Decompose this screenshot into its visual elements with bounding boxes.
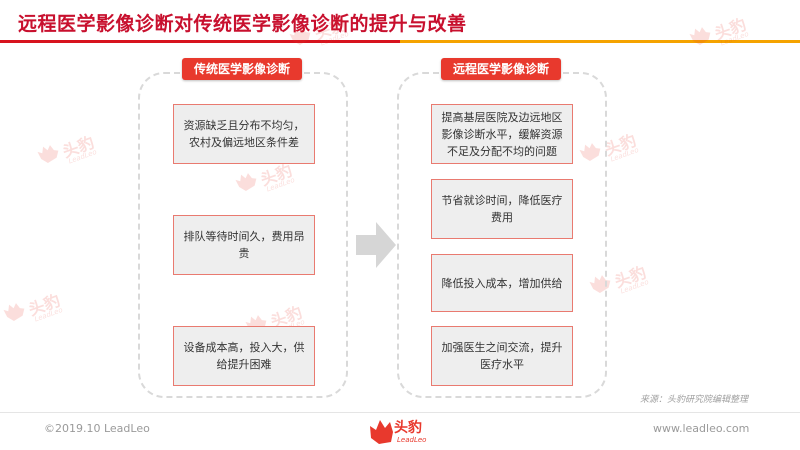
arrow-right-icon — [356, 222, 396, 268]
watermark: 头豹 LeadLeo — [686, 2, 775, 67]
website-link[interactable]: www.leadleo.com — [653, 422, 750, 435]
card-text: 提高基层医院及边远地区影像诊断水平，缓解资源不足及分配不均的问题 — [441, 110, 563, 158]
remote-header: 远程医学影像诊断 — [441, 58, 562, 80]
source-note: 来源：头豹研究院编辑整理 — [640, 395, 749, 405]
remote-card: 加强医生之间交流，提升医疗水平 — [431, 326, 573, 386]
traditional-header: 传统医学影像诊断 — [182, 58, 303, 80]
card-text: 降低投入成本，增加供给 — [441, 276, 563, 290]
watermark-sub: LeadLeo — [719, 29, 750, 48]
card-text: 资源缺乏且分布不均匀，农村及偏远地区条件差 — [183, 119, 305, 149]
watermark-name: 头豹 — [26, 290, 63, 320]
remote-card: 提高基层医院及边远地区影像诊断水平，缓解资源不足及分配不均的问题 — [431, 104, 573, 164]
title-rule-orange — [400, 40, 800, 43]
leopard-head-icon — [689, 27, 711, 45]
watermark-name: 头豹 — [612, 262, 649, 292]
remote-card: 降低投入成本，增加供给 — [431, 254, 573, 312]
watermark-sub: LeadLeo — [33, 305, 64, 324]
footer-logo-name: 头豹 — [394, 420, 422, 436]
watermark-sub: LeadLeo — [609, 145, 640, 164]
watermark-sub: LeadLeo — [619, 277, 650, 296]
footer-divider — [0, 412, 800, 413]
leopard-head-icon — [370, 420, 393, 444]
card-text: 加强医生之间交流，提升医疗水平 — [441, 341, 563, 371]
traditional-card: 资源缺乏且分布不均匀，农村及偏远地区条件差 — [173, 104, 315, 164]
traditional-card: 设备成本高，投入大，供给提升困难 — [173, 326, 315, 386]
watermark-name: 头豹 — [60, 132, 97, 162]
traditional-card: 排队等待时间久，费用昂贵 — [173, 215, 315, 275]
card-text: 设备成本高，投入大，供给提升困难 — [183, 341, 305, 371]
title-rule-red — [0, 40, 400, 43]
watermark-sub: LeadLeo — [67, 147, 98, 166]
copyright-text: ©2019.10 LeadLeo — [44, 422, 150, 435]
footer-logo-sub: LeadLeo — [397, 436, 427, 444]
watermark: 头豹 LeadLeo — [0, 278, 88, 343]
leopard-head-icon — [3, 303, 25, 321]
watermark: 头豹 LeadLeo — [34, 120, 123, 185]
card-text: 节省就诊时间，降低医疗费用 — [441, 194, 563, 224]
remote-card: 节省就诊时间，降低医疗费用 — [431, 179, 573, 239]
slide-title: 远程医学影像诊断对传统医学影像诊断的提升与改善 — [18, 13, 467, 35]
leopard-head-icon — [37, 145, 59, 163]
card-text: 排队等待时间久，费用昂贵 — [183, 230, 305, 260]
